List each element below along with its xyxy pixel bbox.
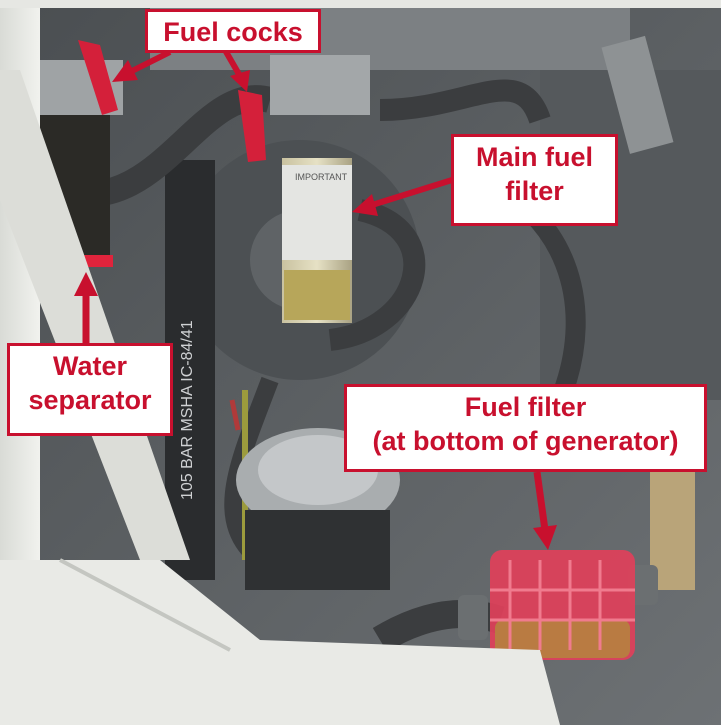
lower-filter-clamp-right: [628, 565, 658, 605]
filter-print: IMPORTANT: [295, 172, 348, 182]
fuel-cap-base: [245, 510, 390, 590]
label-water-separator-line2: separator: [28, 385, 152, 415]
enclosure-frame-bottom-edge: [59, 558, 231, 652]
label-main-fuel-filter-line1: Main fuel: [475, 142, 593, 172]
label-fuel-filter-line1: Fuel filter: [464, 392, 587, 422]
right-pipe: [601, 35, 674, 154]
main-filter-fuel: [284, 270, 350, 320]
lower-filter-fuel: [495, 620, 630, 658]
left-fuel-cock-lever: [78, 40, 118, 115]
right-fuel-cock-lever: [238, 90, 266, 162]
enclosure-frame-diagonal: [0, 70, 190, 560]
arrow-to-main-filter: [371, 177, 453, 208]
arrowhead-right-fuel-cock: [230, 70, 250, 92]
enclosure-frame-top: [0, 0, 721, 8]
fuel-hose-vertical: [165, 160, 215, 580]
braided-hose-6: [372, 600, 505, 653]
label-water-separator-line1: Water: [52, 351, 127, 381]
arrow-to-lower-filter: [533, 471, 549, 531]
label-water-separator: Water separator: [7, 343, 173, 436]
label-main-fuel-filter-line2: filter: [505, 176, 564, 206]
braided-hose-2: [379, 79, 551, 125]
lower-filter-clamp-left: [458, 595, 488, 640]
label-fuel-filter-line2: (at bottom of generator): [372, 426, 679, 456]
label-fuel-cocks: Fuel cocks: [145, 9, 321, 53]
label-main-fuel-filter: Main fuel filter: [451, 134, 618, 226]
arrowhead-lower-filter: [533, 525, 557, 550]
arrowhead-water-separator: [74, 272, 98, 296]
hose-print: 105 BAR MSHA IC-84/41: [179, 320, 196, 500]
label-fuel-filter: Fuel filter (at bottom of generator): [344, 384, 707, 472]
braided-hose-3: [328, 199, 426, 351]
main-filter-head: [270, 55, 370, 115]
main-filter-label: [282, 165, 352, 260]
red-wire: [229, 399, 241, 431]
arrow-to-left-fuel-cock: [128, 49, 172, 75]
arrowhead-left-fuel-cock: [112, 60, 138, 82]
lower-filter-mesh: [490, 560, 635, 650]
arrowhead-main-filter: [352, 194, 378, 216]
arrow-to-right-fuel-cock: [222, 48, 243, 78]
label-fuel-cocks-text: Fuel cocks: [163, 17, 303, 47]
annotation-arrows: [74, 48, 557, 550]
